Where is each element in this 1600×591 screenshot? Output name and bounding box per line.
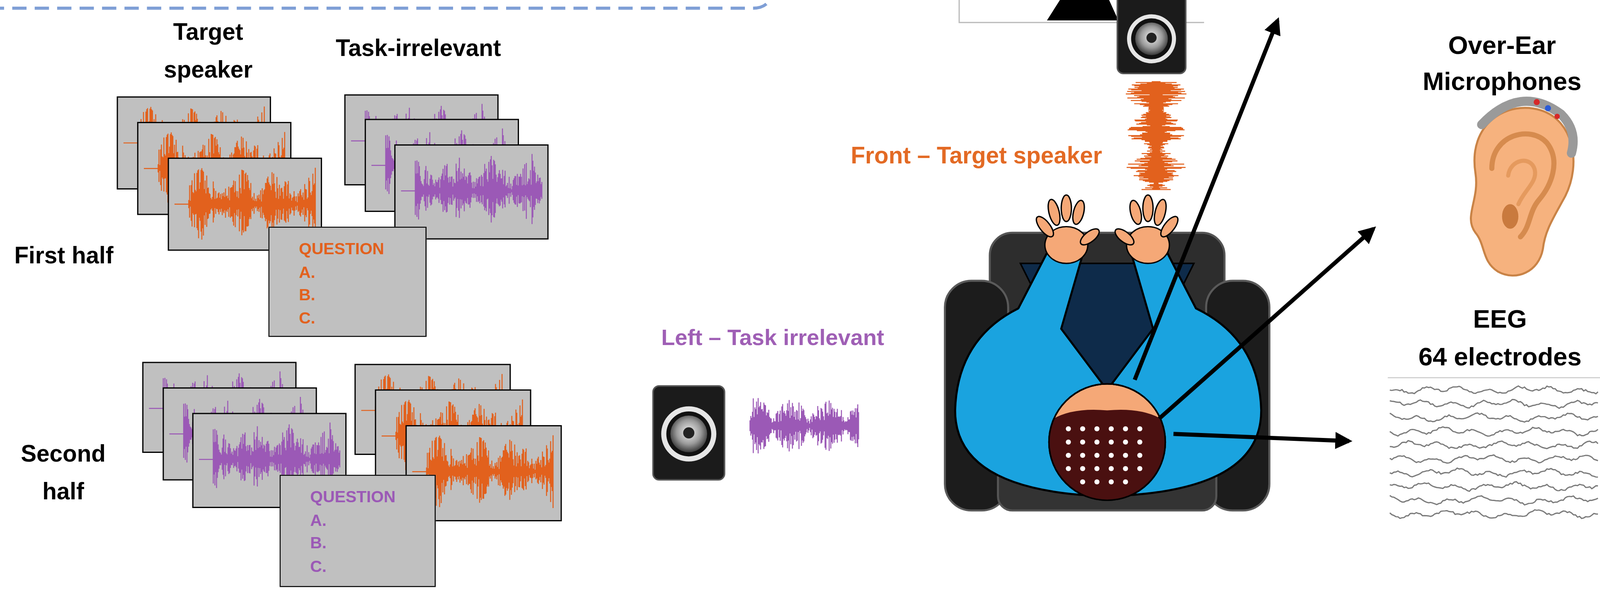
answer-option: C. [298, 306, 418, 330]
eeg-trace [1389, 399, 1598, 408]
eeg-trace [1389, 412, 1598, 422]
row-heading: First half [14, 241, 114, 270]
speaker-label: Front – Target speaker [850, 141, 1102, 170]
dashed-frame [0, 0, 774, 9]
question-card: QUESTIONA.B.C. [279, 474, 437, 587]
column-heading: Task-irrelevant [335, 34, 502, 64]
question-heading: QUESTION [298, 237, 418, 261]
column-heading: Target speaker [146, 13, 270, 89]
device-label: Over-Ear Microphones [1410, 27, 1594, 99]
eeg-trace [1389, 426, 1598, 436]
eeg-trace [1389, 385, 1598, 394]
question-heading: QUESTION [310, 485, 427, 509]
row-heading: Second half [10, 434, 117, 510]
eeg-trace [1389, 481, 1598, 491]
front-waveform [1125, 81, 1187, 190]
eeg-trace [1389, 495, 1598, 505]
question-card: QUESTIONA.B.C. [268, 226, 427, 337]
waveform-cards [117, 94, 562, 521]
eeg-trace [1389, 467, 1598, 478]
eeg-frame [1387, 377, 1600, 379]
eeg-trace [1389, 454, 1598, 463]
eeg-traces [1389, 385, 1598, 519]
eeg-trace [1389, 509, 1598, 519]
device-label: 64 electrodes [1418, 340, 1582, 372]
answer-option: B. [310, 531, 427, 555]
ear-icon [1470, 99, 1574, 276]
speaker-label: Left – Task irrelevant [661, 324, 885, 352]
front-setup [959, 0, 1205, 74]
answer-option: B. [298, 283, 418, 307]
device-label: EEG [1473, 303, 1528, 334]
answer-option: C. [310, 554, 427, 578]
left-waveform [749, 397, 859, 454]
signal-arrows [1134, 20, 1374, 441]
left-speaker [653, 385, 725, 480]
answer-option: A. [298, 260, 418, 284]
participant [945, 194, 1270, 511]
answer-option: A. [310, 508, 427, 532]
eeg-trace [1389, 440, 1598, 449]
